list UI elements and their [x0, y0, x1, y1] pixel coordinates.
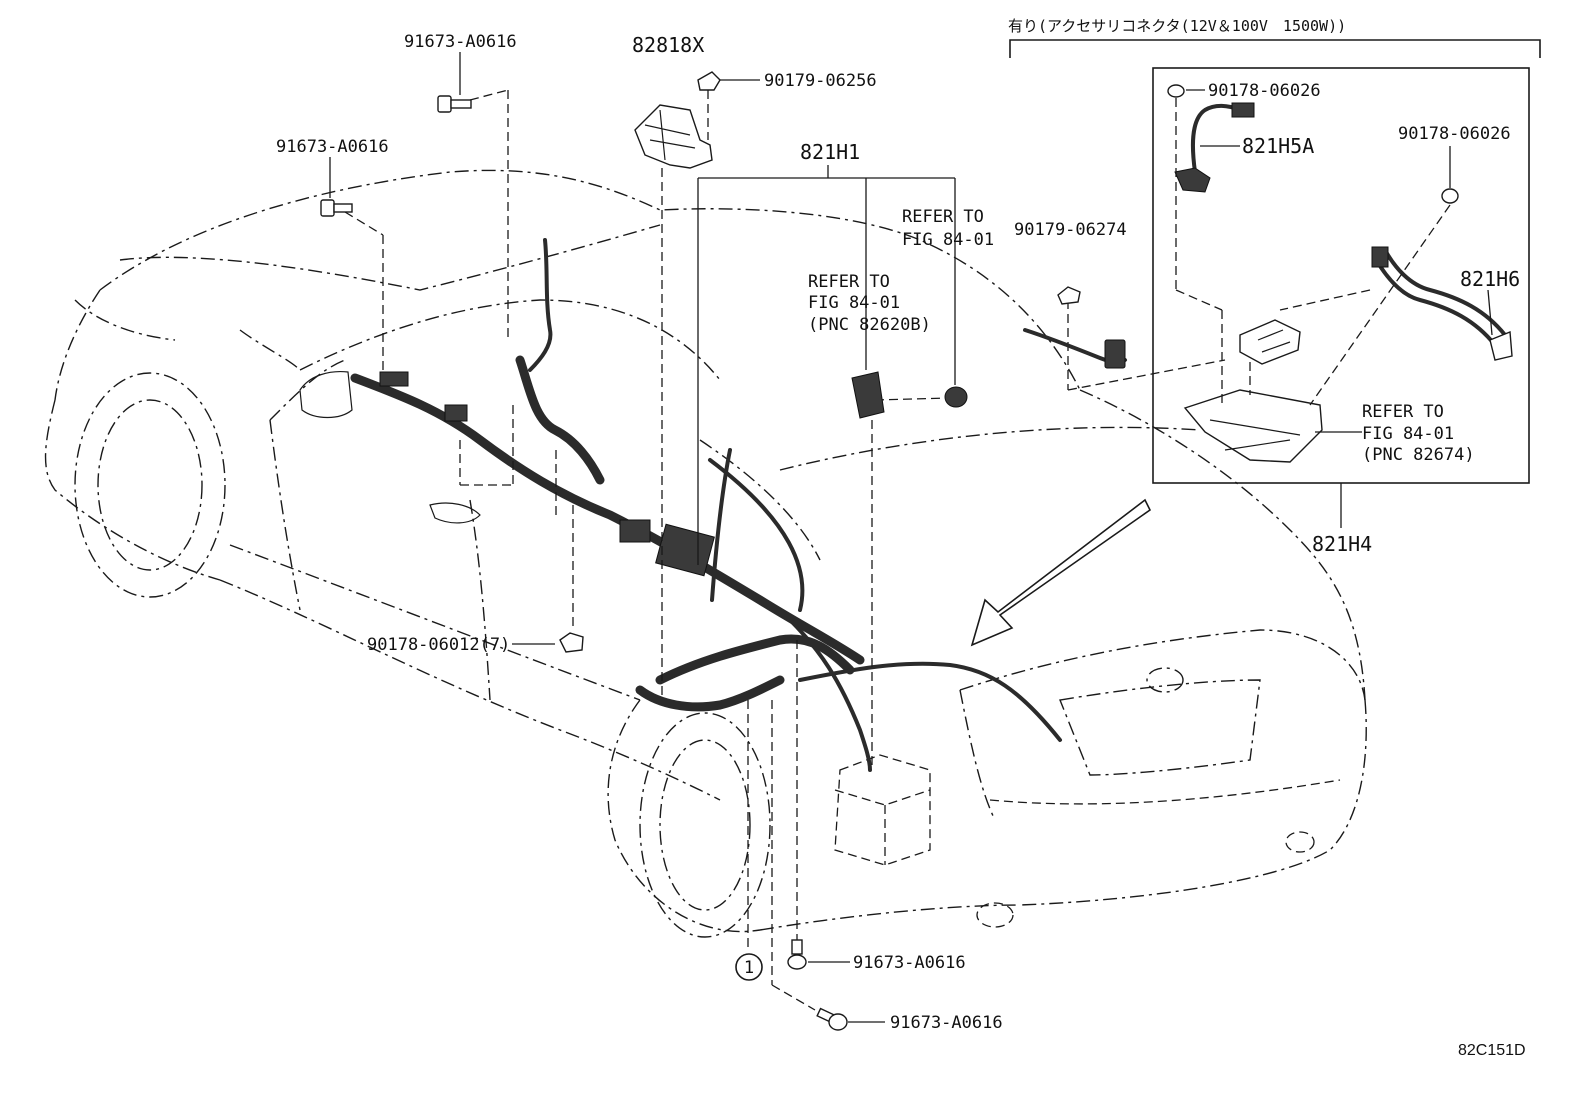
label-82818x: 82818X — [632, 33, 704, 57]
callout-1: 1 — [735, 953, 763, 981]
label-90179-06256: 90179-06256 — [764, 71, 877, 91]
label-refer-c-2: FIG 84-01 — [1362, 424, 1454, 444]
bolt-top-icon — [437, 95, 472, 113]
label-821h4: 821H4 — [1312, 532, 1372, 556]
label-refer-b-3: (PNC 82620B) — [808, 315, 931, 335]
fasteners — [320, 71, 1127, 1031]
clip-90178-06012-icon — [559, 632, 584, 653]
label-refer-b-2: FIG 84-01 — [808, 293, 900, 313]
label-821h1: 821H1 — [800, 140, 860, 164]
accessory-connector-inset — [1009, 39, 1541, 528]
wire-harness-821h1 — [350, 238, 1062, 772]
car-body-outline — [44, 169, 1367, 938]
nut-90179-06274-icon — [1057, 286, 1081, 305]
label-refer-b-1: REFER TO — [808, 272, 890, 292]
label-821h6: 821H6 — [1460, 267, 1520, 291]
label-90178-06026-b: 90178-06026 — [1398, 124, 1511, 144]
label-90178-06012: 90178-06012(7) — [367, 635, 510, 655]
sub-harness-icon — [1023, 328, 1127, 369]
label-bolt-bottom-2: 91673-A0616 — [890, 1013, 1003, 1033]
label-refer-a-1: REFER TO — [902, 207, 984, 227]
label-refer-c-1: REFER TO — [1362, 402, 1444, 422]
label-bolt-bottom-1: 91673-A0616 — [853, 953, 966, 973]
leader-lines — [329, 52, 1226, 1023]
label-90179-06274: 90179-06274 — [1014, 220, 1127, 240]
grommet-icon — [944, 386, 968, 408]
bolt-bottom-2-icon — [816, 1007, 848, 1031]
callout-1-text: 1 — [744, 958, 754, 978]
label-90178-06026-a: 90178-06026 — [1208, 81, 1321, 101]
label-bolt-left: 91673-A0616 — [276, 137, 389, 157]
nut-90179-06256-icon — [697, 71, 721, 91]
label-refer-c-3: (PNC 82674) — [1362, 445, 1475, 465]
header-note: 有り(アクセサリコネクタ(12V＆100V 1500W)) — [1008, 17, 1346, 35]
bracket-82818x — [634, 104, 713, 700]
connector-icon — [851, 371, 885, 419]
bolt-left-icon — [320, 199, 353, 217]
direction-arrow-icon — [970, 498, 1152, 647]
bolt-bottom-1-icon — [787, 939, 807, 970]
diagram-code: 82C151D — [1458, 1042, 1526, 1059]
label-refer-a-2: FIG 84-01 — [902, 230, 994, 250]
labels: 有り(アクセサリコネクタ(12V＆100V 1500W)) 91673-A061… — [276, 17, 1526, 1059]
label-821h5a: 821H5A — [1242, 134, 1314, 158]
label-bolt-top: 91673-A0616 — [404, 32, 517, 52]
